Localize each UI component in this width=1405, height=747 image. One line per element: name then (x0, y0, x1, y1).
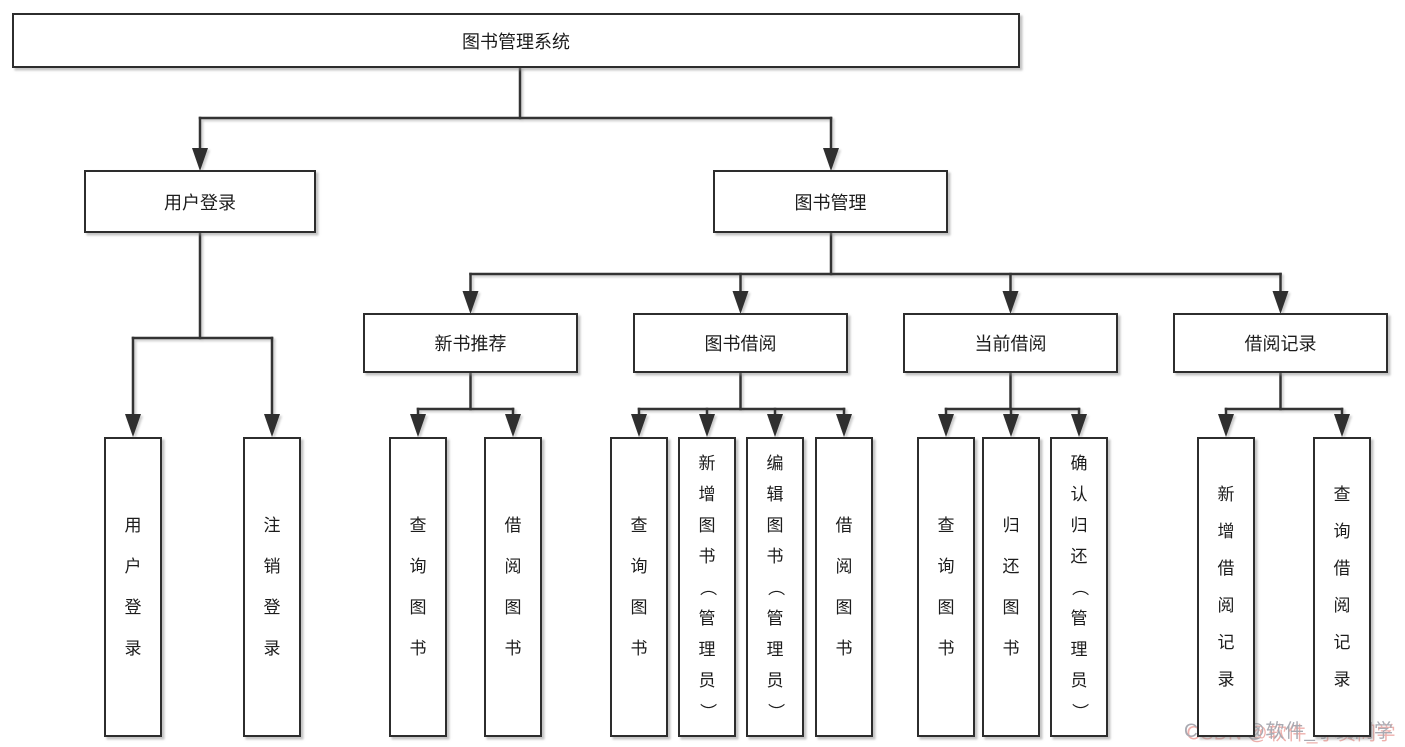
leaf-user-login-label: 用户登录 (124, 516, 142, 658)
leaf-borrow-books-recommend: 借阅图书 (484, 437, 542, 737)
leaf-query-books-borrowing-label: 查询图书 (630, 516, 648, 658)
node-book-borrowing: 图书借阅 (633, 313, 848, 373)
node-current-borrowing: 当前借阅 (903, 313, 1118, 373)
node-book-management: 图书管理 (713, 170, 948, 233)
leaf-edit-books-admin-label: 编辑图书（管理员） (765, 453, 785, 720)
leaf-borrow-books-borrowing: 借阅图书 (815, 437, 873, 737)
leaf-query-books-current: 查询图书 (917, 437, 975, 737)
leaf-return-books: 归还图书 (982, 437, 1040, 737)
leaf-add-borrow-record: 新增借阅记录 (1197, 437, 1255, 737)
leaf-add-borrow-record-label: 新增借阅记录 (1217, 485, 1235, 689)
node-new-book-recommend: 新书推荐 (363, 313, 578, 373)
leaf-add-books-admin: 新增图书（管理员） (678, 437, 736, 737)
node-user-login: 用户登录 (84, 170, 316, 233)
node-library-system-root: 图书管理系统 (12, 13, 1020, 68)
leaf-add-books-admin-label: 新增图书（管理员） (697, 453, 717, 720)
leaf-logout-label: 注销登录 (263, 516, 281, 658)
leaf-query-borrow-record: 查询借阅记录 (1313, 437, 1371, 737)
leaf-logout: 注销登录 (243, 437, 301, 737)
leaf-query-books-recommend: 查询图书 (389, 437, 447, 737)
leaf-confirm-return-admin: 确认归还（管理员） (1050, 437, 1108, 737)
leaf-borrow-books-borrowing-label: 借阅图书 (835, 516, 853, 658)
node-borrowing-records: 借阅记录 (1173, 313, 1388, 373)
leaf-user-login: 用户登录 (104, 437, 162, 737)
leaf-query-books-borrowing: 查询图书 (610, 437, 668, 737)
leaf-query-borrow-record-label: 查询借阅记录 (1333, 485, 1351, 689)
leaf-return-books-label: 归还图书 (1002, 516, 1020, 658)
leaf-query-books-current-label: 查询图书 (937, 516, 955, 658)
leaf-confirm-return-admin-label: 确认归还（管理员） (1069, 453, 1089, 720)
leaf-borrow-books-recommend-label: 借阅图书 (504, 516, 522, 658)
leaf-query-books-recommend-label: 查询图书 (409, 516, 427, 658)
leaf-edit-books-admin: 编辑图书（管理员） (746, 437, 804, 737)
